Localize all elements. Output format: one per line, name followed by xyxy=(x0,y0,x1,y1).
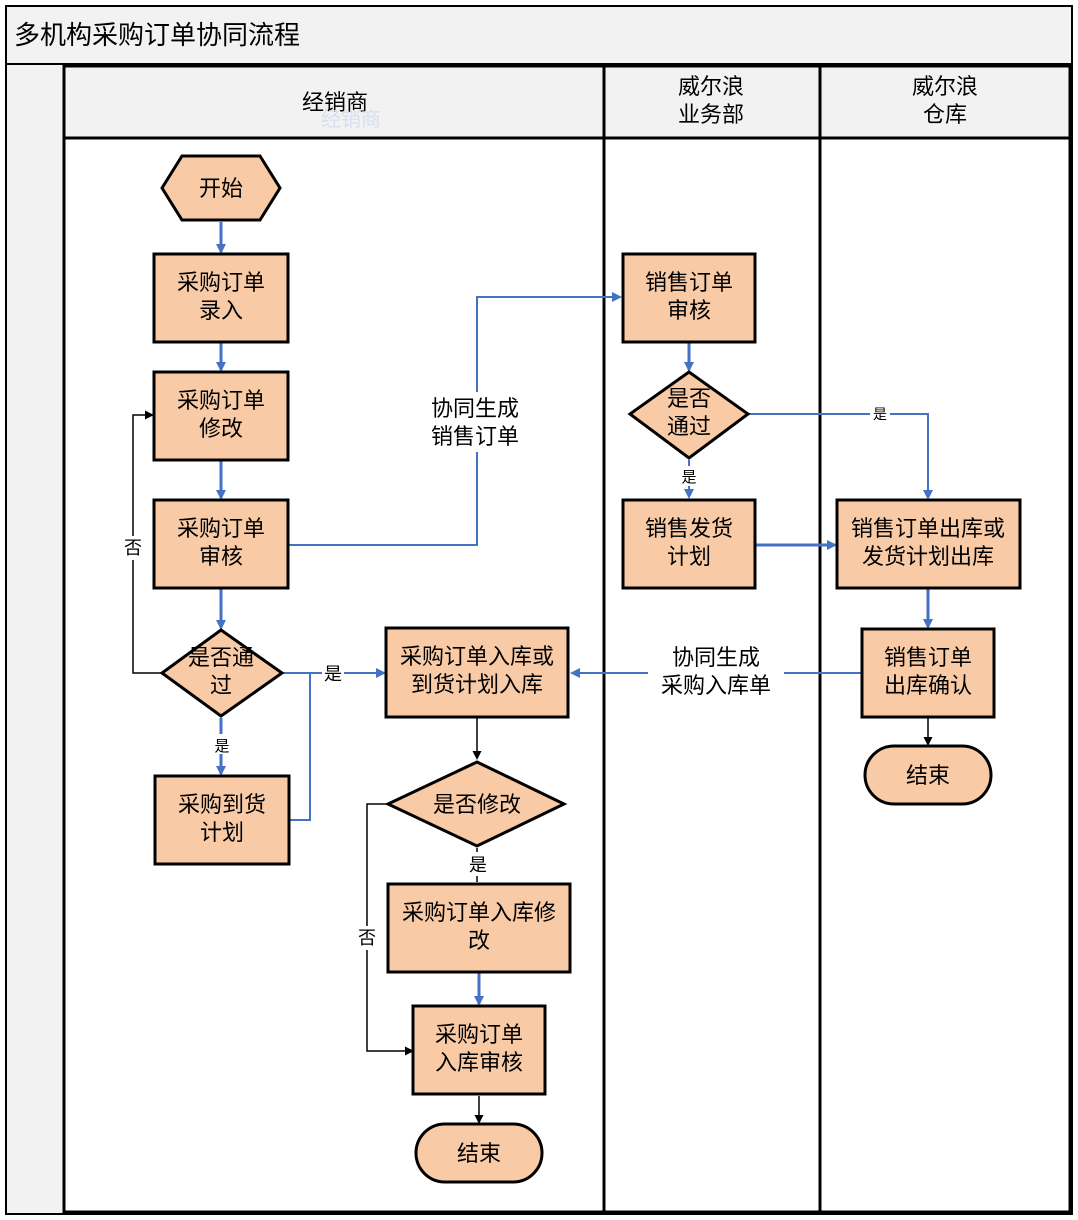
lane-label-sales-line2: 业务部 xyxy=(678,103,744,128)
lane-label-sales-line1: 威尔浪 xyxy=(678,75,744,100)
arrow-arrival-to-inbound xyxy=(290,673,311,821)
page-title: 多机构采购订单协同流程 xyxy=(14,21,300,51)
node-po-modify-line2: 修改 xyxy=(199,417,243,442)
lane-ghost-label: 经销商 xyxy=(321,107,381,131)
node-ship-plan-line2: 计划 xyxy=(667,545,711,570)
node-po-entry: 采购订单 录入 xyxy=(152,252,290,344)
node-pass-2-line2: 通过 xyxy=(667,415,711,440)
node-po-review: 采购订单 审核 xyxy=(152,498,290,590)
node-inbound-modify-line1: 采购订单入库修 xyxy=(402,901,556,926)
node-outbound-confirm-line2: 出库确认 xyxy=(884,674,972,699)
label-bg-yes-4 xyxy=(679,466,699,486)
node-po-modify: 采购订单 修改 xyxy=(152,370,290,462)
node-start: 开始 xyxy=(160,154,282,222)
node-po-modify-line1: 采购订单 xyxy=(177,389,265,414)
node-po-review-line2: 审核 xyxy=(199,545,243,570)
label-sync-so-line1: 协同生成 xyxy=(431,397,519,422)
lane-label-warehouse-line1: 威尔浪 xyxy=(912,75,978,100)
node-modify-question: 是否修改 xyxy=(384,760,568,848)
label-sync-so-line2: 销售订单 xyxy=(431,425,519,450)
node-start-label: 开始 xyxy=(199,177,243,202)
node-po-inbound: 采购订单入库或 到货计划入库 xyxy=(384,626,570,719)
node-end-2-label: 结束 xyxy=(906,764,950,789)
node-ship-plan: 销售发货 计划 xyxy=(621,498,757,590)
label-bg-yes-2 xyxy=(212,734,232,754)
node-pass-1-line1: 是否通 xyxy=(188,646,254,671)
node-end-1-label: 结束 xyxy=(457,1142,501,1167)
label-yes-2: 是 xyxy=(214,737,229,755)
node-inbound-review-line2: 入库审核 xyxy=(435,1051,523,1076)
label-no-1: 否 xyxy=(124,538,142,559)
label-sync-inbound-line2: 采购入库单 xyxy=(661,674,771,699)
label-no-2: 否 xyxy=(358,928,376,949)
node-arrival-plan-line2: 计划 xyxy=(200,821,244,846)
node-outbound-confirm: 销售订单 出库确认 xyxy=(860,627,996,719)
node-outbound-confirm-line1: 销售订单 xyxy=(884,646,972,671)
label-yes-1: 是 xyxy=(324,664,342,685)
node-po-inbound-line1: 采购订单入库或 xyxy=(400,645,554,670)
node-so-outbound-line2: 发货计划出库 xyxy=(862,545,994,570)
node-so-outbound: 销售订单出库或 发货计划出库 xyxy=(835,498,1022,590)
node-inbound-review: 采购订单 入库审核 xyxy=(411,1004,547,1096)
node-so-review: 销售订单 审核 xyxy=(621,252,757,344)
node-pass-1: 是否通 过 xyxy=(159,628,285,718)
label-bg-sync-inbound xyxy=(648,642,784,702)
label-bg-yes-3 xyxy=(467,852,489,876)
node-inbound-review-line1: 采购订单 xyxy=(435,1023,523,1048)
label-bg-yes-1 xyxy=(322,662,344,684)
label-sync-inbound-line1: 协同生成 xyxy=(672,646,760,671)
node-pass-2: 是否 通过 xyxy=(627,370,751,460)
left-strip xyxy=(5,63,65,1215)
node-arrival-plan-line1: 采购到货 xyxy=(178,793,266,818)
label-yes-5: 是 xyxy=(873,407,887,423)
node-arrival-plan: 采购到货 计划 xyxy=(153,774,291,866)
arrow-pass2-to-outbound xyxy=(748,413,933,500)
node-end-2: 结束 xyxy=(863,744,993,806)
node-ship-plan-line1: 销售发货 xyxy=(645,517,733,542)
node-inbound-modify: 采购订单入库修 改 xyxy=(386,882,572,974)
label-bg-no-1 xyxy=(122,536,144,560)
node-so-review-line2: 审核 xyxy=(667,299,711,324)
node-so-review-line1: 销售订单 xyxy=(645,271,733,296)
node-pass-1-line2: 过 xyxy=(210,674,232,699)
label-yes-4: 是 xyxy=(681,468,696,486)
node-so-outbound-line1: 销售订单出库或 xyxy=(851,517,1005,542)
title-bar xyxy=(5,5,1073,65)
label-bg-no-2 xyxy=(356,926,378,950)
label-bg-sync-so xyxy=(420,392,530,452)
node-po-entry-line1: 采购订单 xyxy=(177,271,265,296)
node-po-review-line1: 采购订单 xyxy=(177,517,265,542)
label-bg-yes-5 xyxy=(870,404,890,424)
label-yes-3: 是 xyxy=(469,855,487,876)
node-pass-2-line1: 是否 xyxy=(667,387,711,412)
node-inbound-modify-line2: 改 xyxy=(468,929,490,954)
node-end-1: 结束 xyxy=(414,1122,544,1184)
node-po-entry-line2: 录入 xyxy=(199,299,243,324)
lane-label-dealer: 经销商 xyxy=(302,91,368,116)
node-modify-question-label: 是否修改 xyxy=(433,793,521,818)
lane-label-warehouse-line2: 仓库 xyxy=(923,103,967,128)
node-po-inbound-line2: 到货计划入库 xyxy=(411,673,543,698)
connectors xyxy=(132,222,933,1124)
